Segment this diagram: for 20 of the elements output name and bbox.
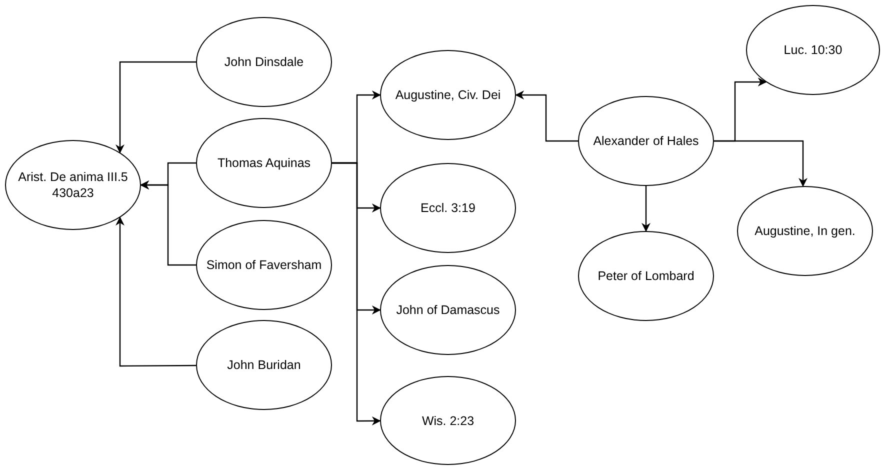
node-label: John of Damascus xyxy=(396,302,500,318)
node-label: Eccl. 3:19 xyxy=(420,200,476,216)
node-label: Alexander of Hales xyxy=(593,133,699,149)
node-label: Luc. 10:30 xyxy=(784,42,842,58)
arrow xyxy=(332,162,381,426)
node-label: John Buridan xyxy=(227,357,301,373)
node-label: Simon of Faversham xyxy=(206,257,322,273)
arrow xyxy=(515,90,578,142)
node-label: Arist. De anima III.5 430a23 xyxy=(17,169,129,201)
node-label: John Dinsdale xyxy=(224,54,304,70)
arrow xyxy=(116,216,196,367)
arrow xyxy=(642,186,650,232)
arrow xyxy=(140,180,196,266)
node-label: Wis. 2:23 xyxy=(422,412,474,428)
arrow xyxy=(116,61,196,154)
node-label: Thomas Aquinas xyxy=(217,155,311,171)
arrow xyxy=(714,140,808,187)
node-label: Augustine, In gen. xyxy=(754,223,856,239)
node-label: Peter of Lombard xyxy=(598,268,694,284)
node-label: Augustine, Civ. Dei xyxy=(395,87,501,103)
